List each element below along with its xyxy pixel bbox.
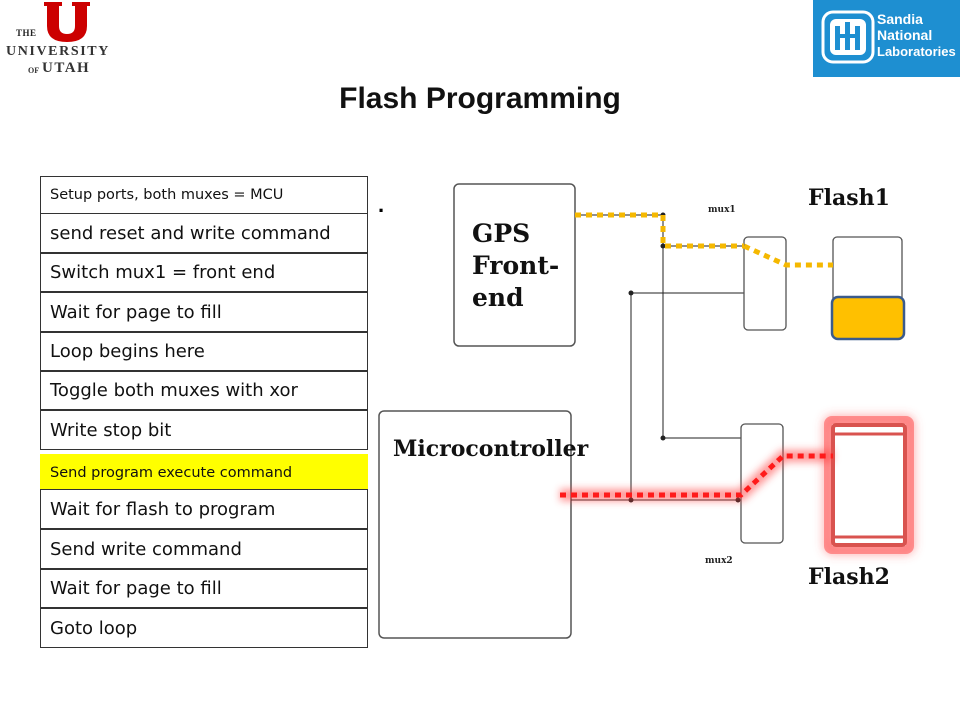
gps-label-line3: end bbox=[472, 283, 524, 312]
step-label: Wait for page to fill bbox=[50, 578, 222, 599]
step-label: Loop begins here bbox=[50, 341, 205, 362]
step-item: Wait for flash to program bbox=[40, 489, 368, 529]
separator-dot: . bbox=[378, 192, 385, 217]
microcontroller-box bbox=[378, 410, 572, 639]
step-label: Toggle both muxes with xor bbox=[50, 380, 298, 401]
step-label: Wait for flash to program bbox=[50, 498, 276, 520]
step-item: Loop begins here bbox=[40, 332, 368, 371]
sandia-labs-logo: Sandia National Laboratories bbox=[813, 0, 960, 77]
step-item: Wait for page to fill bbox=[40, 569, 368, 608]
step-label: Send program execute command bbox=[50, 465, 293, 481]
university-of-utah-logo: THE UNIVERSITY OF UTAH bbox=[4, 2, 114, 82]
step-label: Send write command bbox=[50, 538, 242, 560]
gps-label-line1: GPS bbox=[472, 219, 530, 248]
red-data-path bbox=[560, 453, 833, 498]
step-label: Setup ports, both muxes = MCU bbox=[50, 187, 284, 203]
step-item: Toggle both muxes with xor bbox=[40, 371, 368, 410]
step-item: Write stop bit bbox=[40, 410, 368, 450]
wiring bbox=[571, 214, 744, 501]
gps-label-line2: Front- bbox=[472, 251, 559, 280]
mux1-label: mux1 bbox=[708, 205, 736, 215]
sandia-line3: Laboratories bbox=[877, 44, 956, 59]
flash2-box bbox=[831, 423, 907, 547]
mux1-box bbox=[743, 236, 787, 331]
step-item: Wait for page to fill bbox=[40, 292, 368, 332]
logo-the: THE bbox=[16, 28, 37, 38]
step-item-highlighted: Send program execute command bbox=[40, 454, 368, 492]
step-label: Wait for page to fill bbox=[50, 301, 222, 323]
gps-front-end-box bbox=[453, 183, 576, 347]
sandia-thunderbird-mark bbox=[821, 10, 875, 64]
sandia-line2: National bbox=[877, 27, 933, 43]
flash2-label: Flash2 bbox=[808, 564, 890, 590]
step-label: Write stop bit bbox=[50, 419, 172, 441]
step-label: Switch mux1 = front end bbox=[50, 262, 276, 283]
step-label: send reset and write command bbox=[50, 222, 331, 244]
logo-of: OF bbox=[28, 66, 40, 75]
step-label: Goto loop bbox=[50, 617, 138, 639]
step-item: Goto loop bbox=[40, 608, 368, 648]
mux2-label: mux2 bbox=[705, 556, 733, 566]
yellow-data-path bbox=[575, 212, 833, 268]
wire-junctions bbox=[628, 212, 741, 503]
microcontroller-label: Microcontroller bbox=[393, 436, 589, 462]
block-u-emblem bbox=[44, 2, 90, 42]
step-item: Send write command bbox=[40, 529, 368, 569]
logo-university: UNIVERSITY bbox=[6, 44, 110, 59]
step-item: Switch mux1 = front end bbox=[40, 253, 368, 292]
logo-utah: UTAH bbox=[42, 60, 91, 76]
flash1-active-region bbox=[830, 295, 906, 341]
flash1-label: Flash1 bbox=[808, 185, 890, 211]
step-item: send reset and write command bbox=[40, 213, 368, 253]
sandia-line1: Sandia bbox=[877, 11, 923, 27]
page-title: Flash Programming bbox=[339, 82, 621, 115]
red-path-glow bbox=[560, 450, 833, 501]
